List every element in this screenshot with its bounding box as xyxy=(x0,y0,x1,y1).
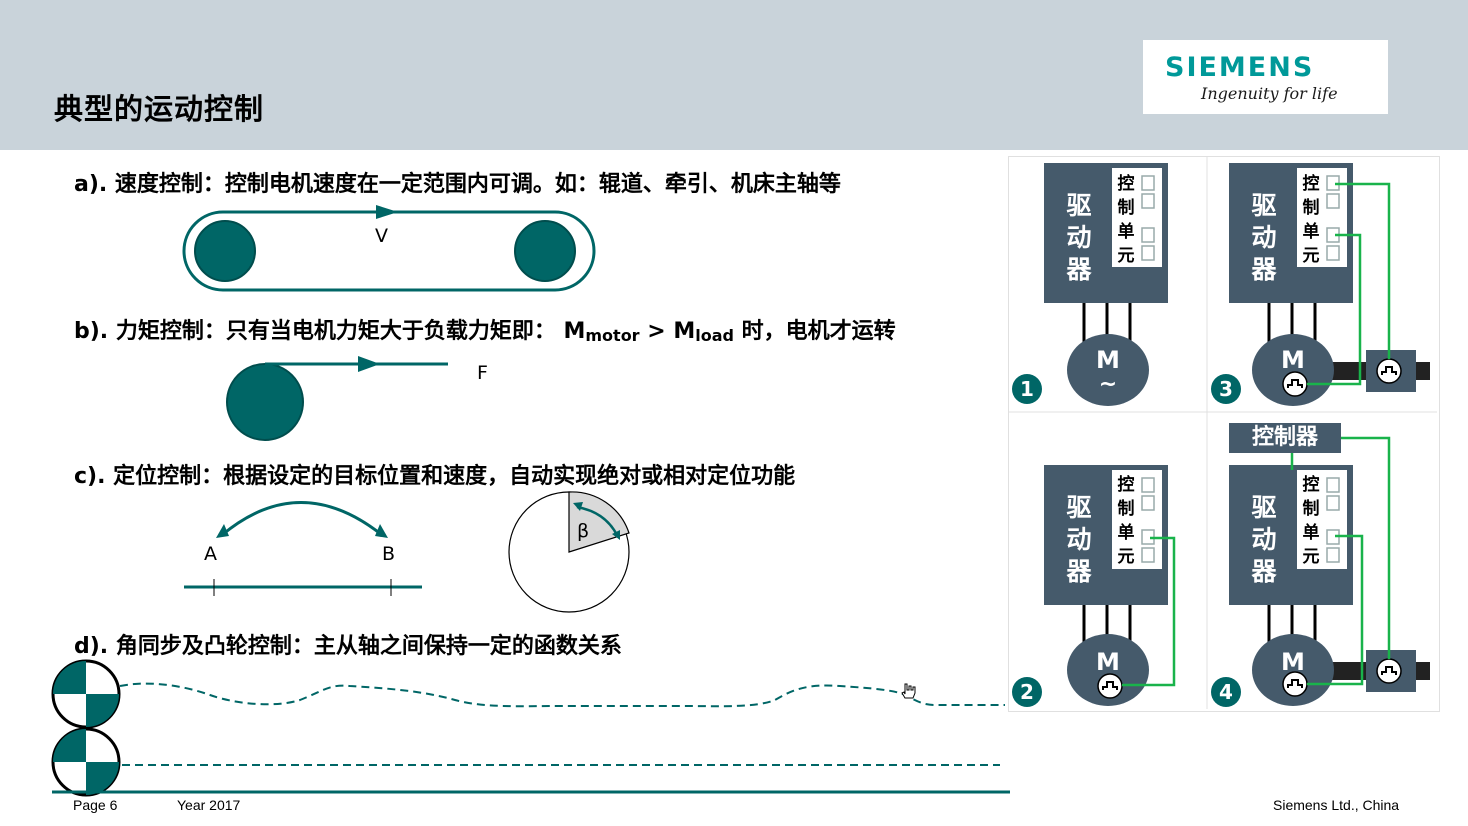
torque-wheel-diagram xyxy=(226,356,448,441)
controller-box: 控制器 xyxy=(1229,423,1341,453)
footer-page: Page 6 xyxy=(73,797,118,813)
positioning-diagram xyxy=(184,491,630,613)
control-unit-label-2: 控制单元 xyxy=(1115,473,1137,569)
driver-char: 驱 xyxy=(1251,493,1277,522)
cu-char: 制 xyxy=(1117,198,1135,218)
section-b-suffix: 时，电机才运转 xyxy=(733,319,896,344)
section-b-torque-control: b). 力矩控制：只有当电机力矩大于负载力矩即： Mmotor > Mload … xyxy=(74,313,896,345)
section-d-sync-cam-control: d). 角同步及凸轮控制：主从轴之间保持一定的函数关系 xyxy=(74,634,622,659)
section-b-sub-motor: motor xyxy=(585,326,640,345)
page-title: 典型的运动控制 xyxy=(54,92,265,126)
cu-char: 单 xyxy=(1117,222,1135,242)
driver-label-2: 驱动器 xyxy=(1064,492,1094,588)
cu-char: 制 xyxy=(1302,198,1320,218)
config-1-open-loop xyxy=(1044,163,1168,406)
driver-label-3: 驱动器 xyxy=(1249,190,1279,286)
driver-char: 器 xyxy=(1066,255,1092,284)
config-2-motor-encoder xyxy=(1044,465,1176,706)
motor-label-2: M xyxy=(1096,648,1120,676)
cu-char: 元 xyxy=(1117,246,1135,266)
cu-char: 元 xyxy=(1302,246,1320,266)
driver-char: 动 xyxy=(1066,223,1092,252)
cu-char: 制 xyxy=(1302,499,1320,519)
config-number-4: 4 xyxy=(1211,677,1241,707)
cu-char: 控 xyxy=(1117,174,1135,194)
conveyor-belt-diagram xyxy=(182,205,596,292)
cu-char: 控 xyxy=(1117,475,1135,495)
section-a-speed-control: a). 速度控制：控制电机速度在一定范围内可调。如：辊道、牵引、机床主轴等 xyxy=(74,172,841,197)
cu-char: 控 xyxy=(1302,174,1320,194)
section-c-position-control: c). 定位控制：根据设定的目标位置和速度，自动实现绝对或相对定位功能 xyxy=(74,464,796,489)
driver-label-1: 驱动器 xyxy=(1064,190,1094,286)
beta-label: β xyxy=(577,520,590,542)
cu-char: 元 xyxy=(1117,547,1135,567)
logo-brand: SIEMENS xyxy=(1165,52,1315,83)
section-b-mid: > M xyxy=(639,319,696,344)
section-b-sub-load: load xyxy=(695,326,734,345)
force-label: F xyxy=(477,362,488,384)
velocity-label: V xyxy=(375,225,388,247)
point-b-label: B xyxy=(382,543,396,565)
control-unit-label-1: 控制单元 xyxy=(1115,172,1137,268)
footer-year: Year 2017 xyxy=(177,797,241,813)
cu-char: 单 xyxy=(1117,523,1135,543)
driver-label-4: 驱动器 xyxy=(1249,492,1279,588)
driver-char: 器 xyxy=(1251,557,1277,586)
ac-symbol: ~ xyxy=(1098,372,1118,397)
cam-sync-diagram xyxy=(51,659,1010,797)
logo-tagline: Ingenuity for life xyxy=(1201,84,1338,103)
driver-char: 驱 xyxy=(1066,191,1092,220)
driver-char: 动 xyxy=(1251,525,1277,554)
driver-char: 动 xyxy=(1066,525,1092,554)
driver-char: 驱 xyxy=(1066,493,1092,522)
motor-label-1: M xyxy=(1096,346,1120,374)
config-3-external-encoder xyxy=(1229,163,1430,406)
siemens-logo: SIEMENS Ingenuity for life xyxy=(1143,40,1388,114)
hand-cursor-icon xyxy=(901,683,916,699)
driver-char: 动 xyxy=(1251,223,1277,252)
config-4-with-controller xyxy=(1229,436,1430,706)
drive-configurations-panel xyxy=(1008,156,1440,712)
motor-label-4: M xyxy=(1281,648,1305,676)
driver-char: 器 xyxy=(1251,255,1277,284)
cu-char: 制 xyxy=(1117,499,1135,519)
section-b-prefix: b). 力矩控制：只有当电机力矩大于负载力矩即： M xyxy=(74,319,586,344)
point-a-label: A xyxy=(204,543,217,565)
config-number-1: 1 xyxy=(1012,374,1042,404)
cu-char: 元 xyxy=(1302,547,1320,567)
config-number-2: 2 xyxy=(1012,677,1042,707)
config-number-3: 3 xyxy=(1211,374,1241,404)
cu-char: 单 xyxy=(1302,222,1320,242)
cu-char: 单 xyxy=(1302,523,1320,543)
cu-char: 控 xyxy=(1302,475,1320,495)
control-unit-label-3: 控制单元 xyxy=(1300,172,1322,268)
motor-label-3: M xyxy=(1281,346,1305,374)
driver-char: 驱 xyxy=(1251,191,1277,220)
driver-char: 器 xyxy=(1066,557,1092,586)
control-unit-label-4: 控制单元 xyxy=(1300,473,1322,569)
footer-company: Siemens Ltd., China xyxy=(1273,797,1400,813)
